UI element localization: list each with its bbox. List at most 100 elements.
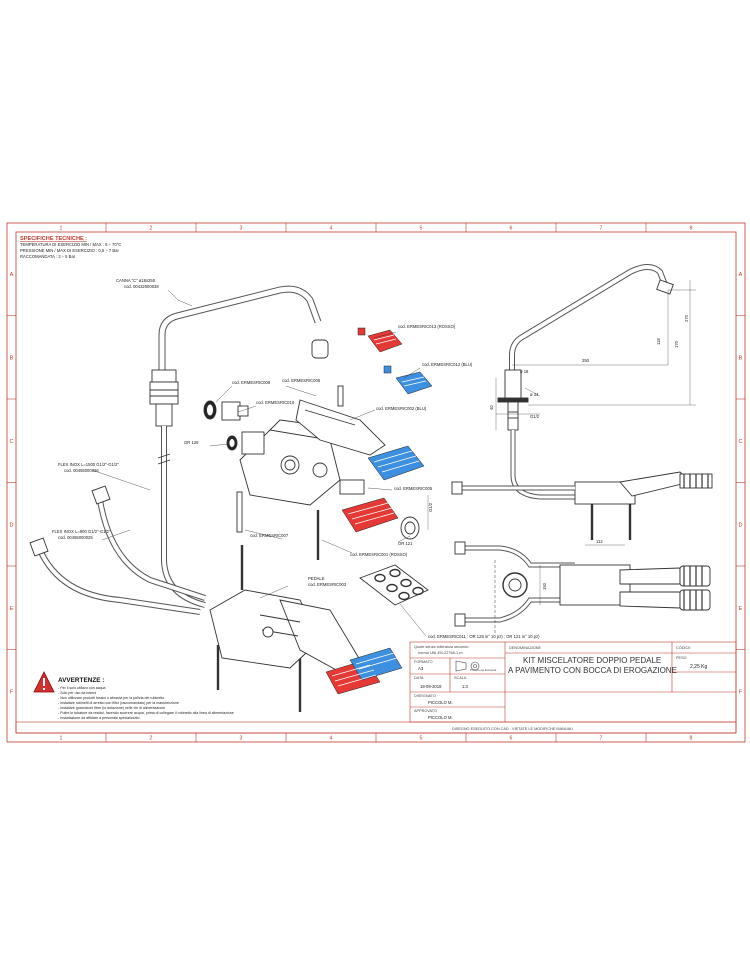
specs-line: PRESSIONE MIN / MAX DI ESERCIZIO : 0,5 ÷… (20, 248, 119, 253)
row-label: F (10, 689, 14, 695)
pedal-caps (325, 327, 433, 695)
dim-112: 112 (596, 539, 603, 544)
red-small-part (357, 327, 366, 336)
red-cap-small (367, 329, 403, 353)
dim-40: 40 (489, 405, 494, 410)
connector (339, 479, 365, 495)
callout-ric006: cod. ERMESRIC006 (282, 378, 321, 383)
tolerance-norm: norma UNI-EN-22768-1-m (418, 651, 463, 655)
callout-flex1-code: cod. 00455000026 (64, 468, 99, 473)
hose-fitting (29, 537, 49, 557)
row-label: E (10, 606, 14, 612)
valve-port (312, 462, 328, 478)
product-title-2: A PAVIMENTO CON BOCCA DI EROGAZIONE (508, 666, 677, 675)
warning-line: - Per il solo utilizzo con acqua (58, 686, 106, 690)
spout-aerator (311, 339, 329, 359)
column-label: 2 (150, 226, 153, 232)
warning-line: - Non utilizzare prodotti tossici o abra… (58, 696, 164, 700)
dim-250: 250 (582, 358, 590, 363)
callouts: CANNA "C" ø18x250 cod. 00432000038 cod. … (52, 278, 540, 639)
callout-flex2-code: cod. 00455000025 (58, 535, 93, 540)
spout-base (155, 403, 173, 427)
specs-heading: SPECIFICHE TECNICHE : (20, 236, 87, 242)
data-label: DATA (414, 676, 424, 680)
row-label: F (739, 689, 743, 695)
column-label: 3 (240, 226, 243, 232)
callout-canna: CANNA "C" ø18x250 (116, 278, 156, 283)
column-label: 4 (330, 736, 333, 742)
dim-270: 270 (684, 314, 689, 322)
blue-small-part (383, 365, 392, 374)
dim-g12: G1/2 (530, 414, 540, 419)
side-view (451, 264, 713, 635)
column-label: 1 (60, 736, 63, 742)
disegnato-value: PICCOLO M. (428, 700, 453, 705)
side-pedal-arm (619, 471, 691, 497)
dim-118: 118 (656, 338, 661, 345)
specs-line: RACCOMANDATA : 3 ÷ 5 Bar (20, 254, 76, 259)
row-label: C (9, 439, 13, 445)
warning-heading: AVVERTENZE : (58, 677, 104, 684)
callout-ric012: cod. ERMESRIC012 (BLU) (422, 362, 473, 367)
top-valve-body (559, 564, 631, 606)
dimension-lines (427, 280, 696, 605)
column-label: 7 (600, 226, 603, 232)
pin (236, 491, 243, 533)
peso-label: PESO (676, 656, 687, 660)
callout-ric010: cod. ERMESRIC010 (256, 400, 295, 405)
formato-value: A3 (418, 666, 424, 671)
projection-label: Proiezione Europea (470, 668, 497, 672)
red-pedal-top (341, 497, 399, 533)
projection-symbol (455, 660, 480, 672)
spout-body (149, 381, 179, 405)
formato-label: FORMATO (414, 660, 433, 664)
warning-line: - Pulire le tubature da residui, facendo… (58, 711, 234, 715)
callout-flex2: FLEX INOX L=900 G1/2"-G1/2" (52, 529, 111, 534)
column-label: 6 (510, 226, 513, 232)
specs-line: TEMPERATURA DI ESERCIZIO MIN / MAX : 5 ÷… (20, 242, 121, 247)
column-label: 5 (420, 226, 423, 232)
exploded-view (29, 285, 429, 712)
callout-pedale: PEDALE (308, 576, 325, 581)
warnings-box: AVVERTENZE : - Per il solo utilizzo con … (33, 671, 234, 720)
callout-pedale-code: cod. ERMESRIC003 (308, 582, 347, 587)
approvato-value: PICCOLO M. (428, 715, 453, 720)
callout-ric009: cod. ERMESRIC009 (232, 380, 271, 385)
column-label: 6 (510, 736, 513, 742)
approvato-label: APPROVATO (414, 709, 437, 713)
pin (337, 385, 344, 407)
column-label: 3 (240, 736, 243, 742)
callout-canna-code: cod. 00432000038 (124, 284, 159, 289)
top-pedal-lower (619, 591, 681, 609)
spout-side (509, 264, 668, 370)
spout-pipe-inner (159, 286, 321, 370)
codice-label: CODICE (676, 646, 691, 650)
connector (241, 431, 265, 455)
disegnato-label: DISEGNATO (414, 694, 436, 698)
valve-port (280, 455, 300, 475)
row-label: A (10, 272, 14, 278)
peso-value: 2,25 Kg (690, 664, 707, 670)
column-label: 4 (330, 226, 333, 232)
blue-cap-small (395, 371, 433, 395)
technical-specs: SPECIFICHE TECNICHE : TEMPERATURA DI ESE… (20, 236, 121, 259)
data-value: 18-09-2018 (420, 684, 442, 689)
dim-d18: ø 18 (520, 369, 529, 374)
row-label: C (738, 439, 742, 445)
footer-note: DISEGNO ESEGUITO CON CAD - VIETATE LE MO… (452, 727, 573, 731)
flex-hose-long (161, 426, 206, 608)
callout-or128: OR 128 (184, 440, 199, 445)
dim-g12b: G1/2 (428, 502, 433, 512)
aerator-side (656, 279, 674, 295)
callout-ric013: cod. ERMESRIC013 (ROSSO) (398, 324, 456, 329)
spout-nut (151, 369, 177, 383)
hose-fitting (91, 485, 111, 505)
denominazione-label: DENOMINAZIONE (509, 646, 542, 650)
row-label: A (739, 272, 743, 278)
warning-line: - Installare rubinetti di arresto con fi… (58, 701, 179, 705)
row-label: B (739, 355, 743, 361)
title-block-text: Quote senza tolleranza secondo norma UNI… (414, 645, 707, 731)
blue-pedal-top (367, 445, 425, 481)
